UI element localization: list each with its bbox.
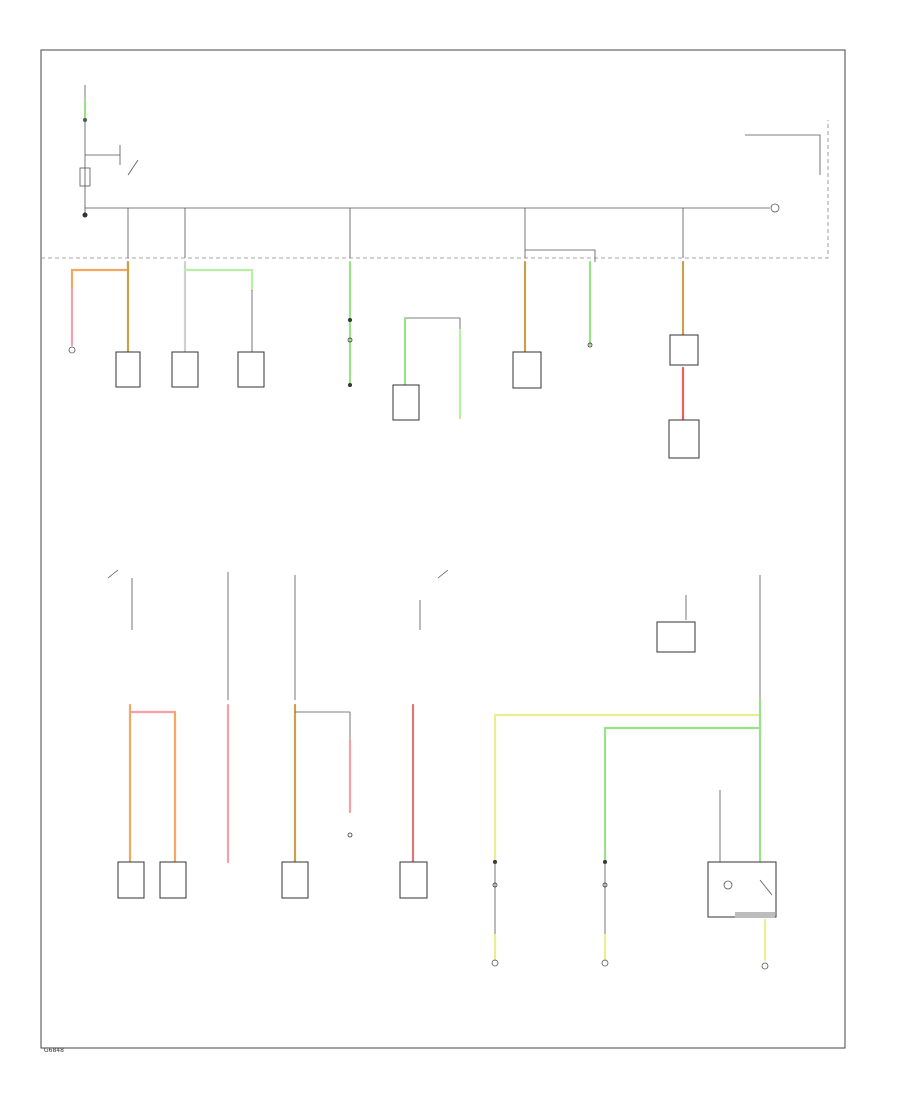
fuse-drops [127,208,684,258]
component-12 [707,790,777,970]
bottom-sources [107,569,761,700]
component-5 [512,351,542,389]
wire-green-2 [183,268,254,292]
footer-code: G6848 [44,1047,64,1054]
component-1 [115,351,141,388]
component-6 [669,334,699,366]
wire-orange-1 [70,260,130,292]
component-3 [237,351,265,388]
component-2 [171,351,199,388]
component-9 [159,861,187,899]
component-8 [117,861,145,899]
diagram-frame [40,49,846,1049]
component-11 [399,861,428,899]
component-4 [392,384,420,421]
fuse-box-boundary [41,120,829,259]
component-10 [281,861,309,899]
wire-yellow-b5 [493,713,762,862]
hot-at-all-times-source [79,85,139,218]
component-13 [656,621,696,653]
component-7 [668,419,700,459]
wire-green-b5 [603,726,762,864]
